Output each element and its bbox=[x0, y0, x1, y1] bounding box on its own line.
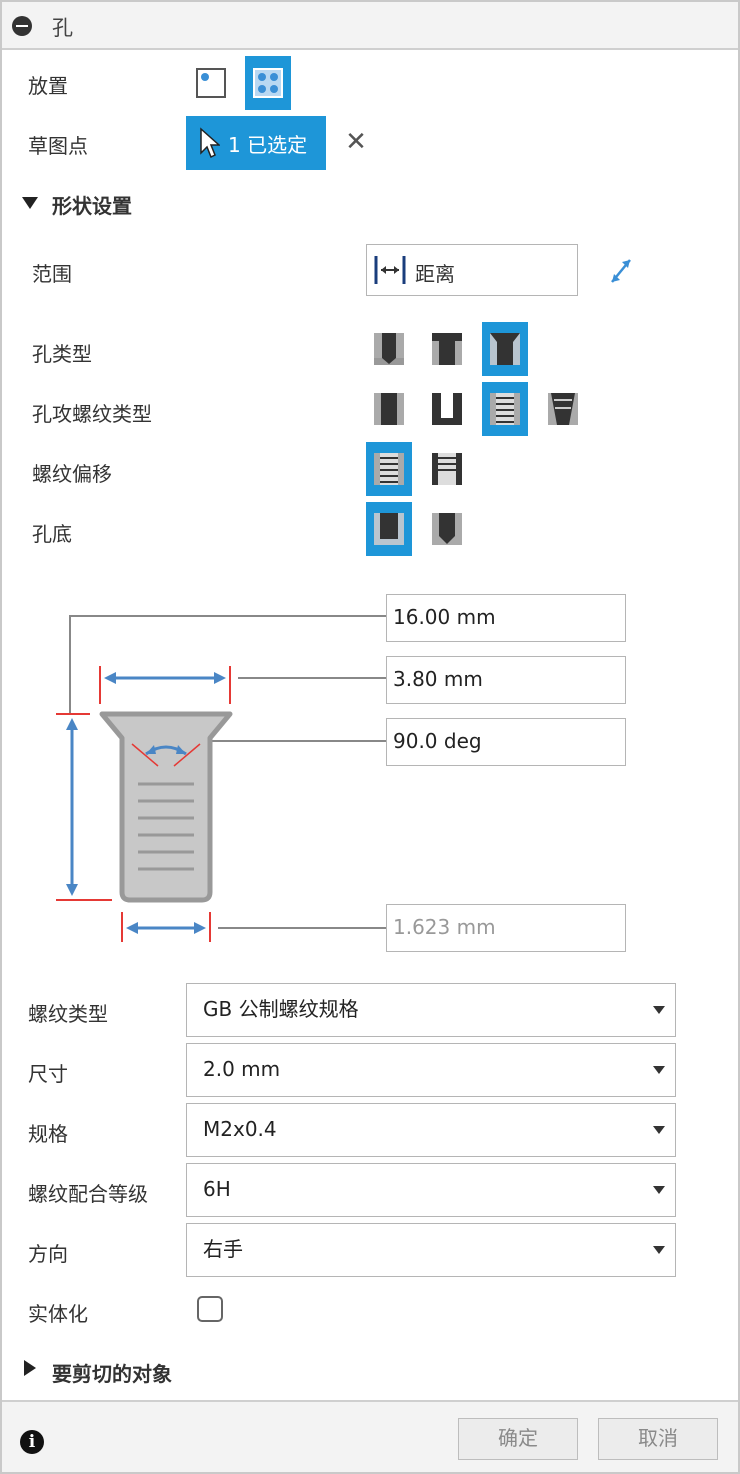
multiple-holes-icon bbox=[253, 68, 283, 98]
distance-icon bbox=[374, 256, 406, 284]
angled-bottom-icon bbox=[432, 513, 462, 545]
direction-label: 方向 bbox=[28, 1242, 68, 1266]
chevron-down-icon bbox=[653, 1006, 665, 1014]
hole-bottom-angled-button[interactable] bbox=[424, 502, 470, 556]
thread-type-dropdown[interactable]: GB 公制螺纹规格 bbox=[186, 983, 676, 1037]
designation-value: M2x0.4 bbox=[203, 1117, 277, 1141]
single-hole-icon bbox=[196, 68, 226, 98]
flip-direction-icon[interactable] bbox=[608, 256, 634, 286]
cursor-arrow-icon bbox=[200, 127, 220, 159]
hole-type-label: 孔类型 bbox=[32, 342, 92, 366]
chevron-down-icon bbox=[653, 1126, 665, 1134]
chevron-down-icon bbox=[653, 1066, 665, 1074]
hole-tap-type-label: 孔攻螺纹类型 bbox=[32, 402, 152, 426]
countersink-diameter-input[interactable]: 3.80 mm bbox=[386, 656, 626, 704]
thread-offset-label: 螺纹偏移 bbox=[32, 462, 112, 486]
taper-tap-icon bbox=[548, 393, 578, 425]
tap-type-clearance-button[interactable] bbox=[424, 382, 470, 436]
hole-diameter-input: 1.623 mm bbox=[386, 904, 626, 952]
dialog-title-bar: 孔 bbox=[2, 2, 738, 50]
dialog-footer: i 确定 取消 bbox=[2, 1400, 738, 1472]
extent-value: 距离 bbox=[415, 262, 455, 286]
thread-type-value: GB 公制螺纹规格 bbox=[203, 997, 359, 1021]
simple-tap-icon bbox=[374, 393, 404, 425]
tap-type-tapped-button[interactable] bbox=[482, 382, 528, 436]
dialog-title: 孔 bbox=[52, 16, 73, 40]
hole-bottom-label: 孔底 bbox=[32, 522, 72, 546]
chevron-down-icon bbox=[653, 1246, 665, 1254]
tap-type-simple-button[interactable] bbox=[366, 382, 412, 436]
objects-to-cut-header[interactable]: 要剪切的对象 bbox=[52, 1362, 172, 1386]
ok-button[interactable]: 确定 bbox=[458, 1418, 578, 1460]
designation-label: 规格 bbox=[28, 1122, 68, 1146]
sketch-points-label: 草图点 bbox=[28, 134, 88, 158]
size-dropdown[interactable]: 2.0 mm bbox=[186, 1043, 676, 1097]
hole-dimension-diagram bbox=[56, 615, 386, 942]
modeled-checkbox[interactable] bbox=[197, 1296, 223, 1322]
countersink-angle-input[interactable]: 90.0 deg bbox=[386, 718, 626, 766]
size-label: 尺寸 bbox=[28, 1062, 68, 1086]
direction-dropdown[interactable]: 右手 bbox=[186, 1223, 676, 1277]
single-hole-button[interactable] bbox=[188, 56, 234, 110]
extent-dropdown[interactable]: 距离 bbox=[366, 244, 578, 296]
shape-settings-expand-icon[interactable] bbox=[22, 197, 38, 209]
full-thread-icon bbox=[374, 453, 404, 485]
hole-bottom-flat-button[interactable] bbox=[366, 502, 412, 556]
chevron-down-icon bbox=[653, 1186, 665, 1194]
shape-settings-header[interactable]: 形状设置 bbox=[52, 194, 132, 218]
countersink-hole-icon bbox=[490, 333, 520, 365]
placement-label: 放置 bbox=[28, 74, 68, 98]
extent-label: 范围 bbox=[32, 262, 72, 286]
depth-input[interactable]: 16.00 mm bbox=[386, 594, 626, 642]
cancel-button[interactable]: 取消 bbox=[598, 1418, 718, 1460]
thread-class-dropdown[interactable]: 6H bbox=[186, 1163, 676, 1217]
clear-selection-icon[interactable]: ✕ bbox=[345, 127, 367, 157]
hole-type-counterbore-button[interactable] bbox=[424, 322, 470, 376]
direction-value: 右手 bbox=[203, 1237, 243, 1261]
hole-type-countersink-button[interactable] bbox=[482, 322, 528, 376]
objects-to-cut-expand-icon[interactable] bbox=[24, 1360, 36, 1376]
designation-dropdown[interactable]: M2x0.4 bbox=[186, 1103, 676, 1157]
clearance-tap-icon bbox=[432, 393, 462, 425]
sketch-points-selection-button[interactable]: 1 已选定 bbox=[186, 116, 326, 170]
modeled-label: 实体化 bbox=[28, 1302, 88, 1326]
size-value: 2.0 mm bbox=[203, 1057, 281, 1081]
hole-type-simple-button[interactable] bbox=[366, 322, 412, 376]
thread-class-value: 6H bbox=[203, 1177, 231, 1201]
simple-hole-icon bbox=[374, 333, 404, 365]
info-icon[interactable]: i bbox=[20, 1430, 44, 1454]
multiple-holes-button[interactable] bbox=[245, 56, 291, 110]
selection-count: 1 已选定 bbox=[228, 132, 308, 157]
tap-type-taper-button[interactable] bbox=[540, 382, 586, 436]
partial-thread-icon bbox=[432, 453, 462, 485]
tapped-icon bbox=[490, 393, 520, 425]
thread-class-label: 螺纹配合等级 bbox=[28, 1182, 148, 1206]
counterbore-hole-icon bbox=[432, 333, 462, 365]
thread-offset-partial-button[interactable] bbox=[424, 442, 470, 496]
thread-offset-full-button[interactable] bbox=[366, 442, 412, 496]
flat-bottom-icon bbox=[374, 513, 404, 545]
thread-type-label: 螺纹类型 bbox=[28, 1002, 108, 1026]
collapse-icon[interactable] bbox=[12, 16, 32, 36]
